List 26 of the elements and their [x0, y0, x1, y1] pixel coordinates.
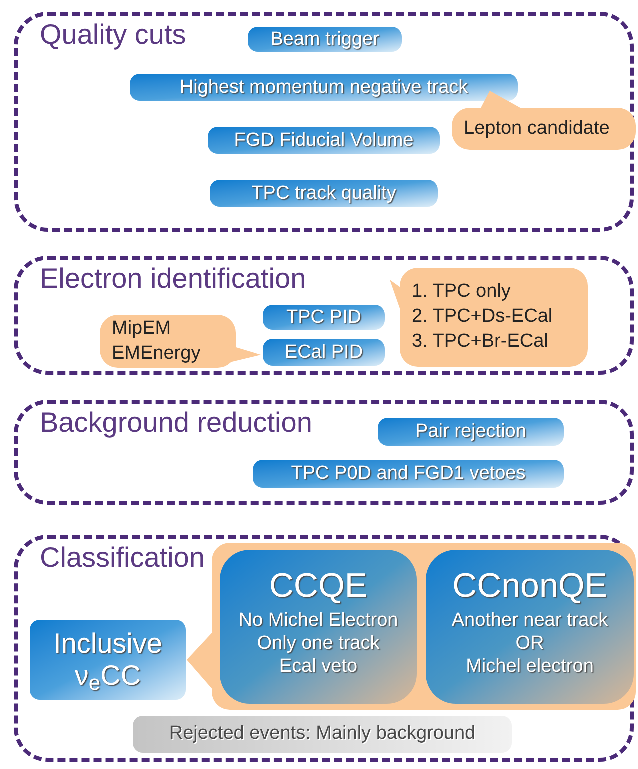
- step-box: Beam trigger: [248, 27, 402, 52]
- group-title: Electron identification: [40, 262, 306, 296]
- dashed-group-frame: [14, 535, 634, 762]
- step-box: Inclusive ν$_{e}$CC: [30, 620, 186, 700]
- callout-text: Lepton candidate: [464, 116, 611, 141]
- dashed-group-frame: [14, 12, 634, 232]
- group-title: Quality cuts: [40, 18, 186, 52]
- category-box: CCQE No Michel Electron Only one track Ecal veto: [220, 550, 417, 704]
- group-title: Background reduction: [40, 406, 312, 440]
- callout-text: EMEnergy: [112, 342, 202, 366]
- group-title: Classification: [40, 541, 205, 575]
- dashed-group-frame: [14, 400, 634, 505]
- callout-text: MipEM: [112, 316, 172, 341]
- step-box: TPC track quality: [210, 180, 438, 207]
- category-box: CCnonQE Another near track OR Michel electron: [426, 550, 634, 704]
- step-box: FGD Fiducial Volume: [208, 127, 440, 154]
- step-box: Pair rejection: [378, 418, 564, 446]
- callout-text: 2. TPC+Ds-ECal: [412, 305, 554, 330]
- callout-text: 1. TPC only: [412, 280, 512, 304]
- step-box: Highest momentum negative track: [130, 74, 518, 101]
- step-box: TPC P0D and FGD1 vetoes: [253, 460, 564, 488]
- step-box: TPC PID: [263, 305, 385, 330]
- step-box: ECal PID: [263, 339, 385, 366]
- rejected-box: Rejected events: Mainly background: [133, 716, 512, 753]
- callout-text: 3. TPC+Br-ECal: [412, 330, 550, 354]
- dashed-group-frame: [14, 256, 634, 375]
